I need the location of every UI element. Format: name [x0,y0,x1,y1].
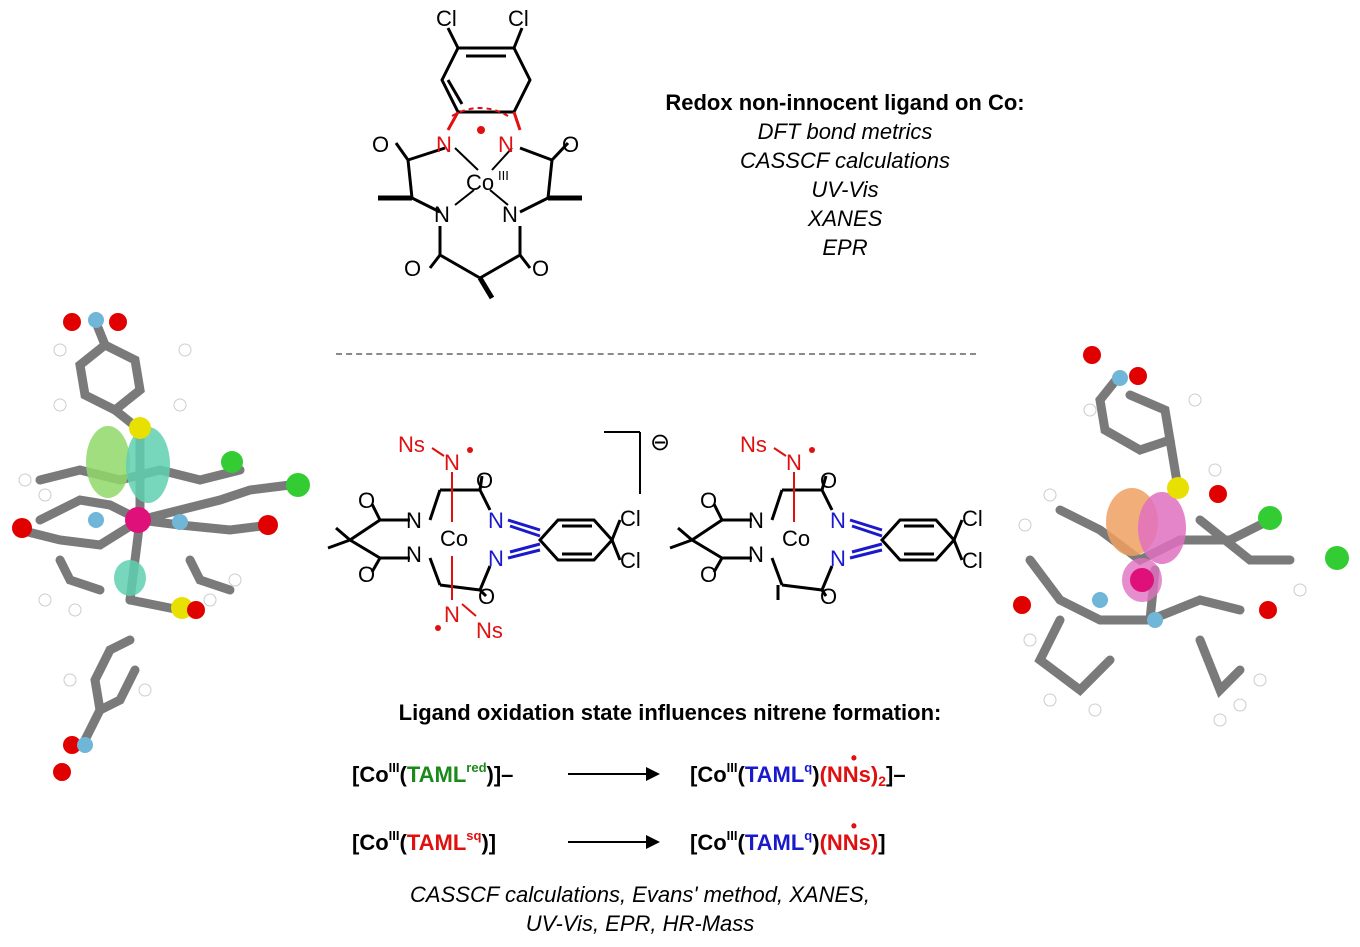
nitrene-fragment: (N [819,762,843,787]
method-item: EPR [822,235,868,260]
cl-label: Cl [962,506,983,531]
product-2: [CoIII(TAMLq)(NNs)] [690,828,886,856]
ligand-name: TAML [406,830,467,855]
methods-list: Redox non-innocent ligand on Co: DFT bon… [560,88,1130,262]
o-label: O [562,132,579,157]
o-label: O [372,132,389,157]
n-label: N [830,546,846,571]
o-label: O [820,468,837,493]
oxidation-state: III [726,760,738,775]
cobalt-label: Co [440,526,468,551]
ns-label: Ns [398,432,425,457]
reactant-metal: [Co [352,830,389,855]
o-label: O [358,562,375,587]
n-label: N [406,508,422,533]
cl-label: Cl [436,6,457,31]
product-end: ] [878,830,886,855]
reactant-metal: [Co [352,762,389,787]
product-1: [CoIII(TAMLq)(NNs)2]– [690,760,906,789]
ligand-name: TAML [744,830,805,855]
oxidation-state: III [388,828,400,843]
ligand-state: sq [466,828,482,843]
n-label: N [502,202,518,227]
reaction-arrow [568,767,660,781]
o-label: O [478,584,495,609]
right-molecular-model [1013,346,1349,727]
product-end: ]– [886,762,906,787]
n-label: N [748,508,764,533]
cobalt-label: Co [782,526,810,551]
o-label: O [700,562,717,587]
cobalt-bisnitrene-structure: Ns N N Ns N N N N Co O O O O Cl Cl ⊖ [327,429,670,643]
o-label: O [476,468,493,493]
conclusion-heading: Ligand oxidation state influences nitren… [398,700,942,725]
n-label: N [830,508,846,533]
cobalt-oxidation-state: III [498,168,509,183]
reactant-1: [CoIII(TAMLred)]– [352,760,514,787]
n-label: N [434,202,450,227]
nitrene-ns: Ns) [843,830,878,855]
reactant-end: )] [481,830,497,855]
section-divider [336,353,976,355]
methods-heading: Redox non-innocent ligand on Co: [665,90,1025,115]
product-metal: [Co [690,762,727,787]
nitrene-count: 2 [878,773,887,789]
nitrene-fragment: (N [819,830,843,855]
method-item: DFT bond metrics [757,119,933,144]
n-label: N [498,132,514,157]
cl-label: Cl [508,6,529,31]
cobalt-mononitrene-structure: Ns N N N N N Co O O O O Cl Cl [669,432,983,609]
o-label: O [404,256,421,281]
footnote: CASSCF calculations, Evans' method, XANE… [330,880,950,938]
ligand-name: TAML [406,762,467,787]
cobalt-label: Co [466,170,494,195]
oxidation-state: III [388,760,400,775]
n-label: N [444,450,460,475]
product-metal: [Co [690,830,727,855]
reaction-arrow [568,835,660,849]
n-label: N [786,450,802,475]
method-item: XANES [807,206,883,231]
left-molecular-model [12,312,310,781]
nitrene-ns: Ns) [843,762,878,787]
method-item: UV-Vis [811,177,879,202]
n-label: N [444,602,460,627]
n-label: N [406,542,422,567]
ns-label: Ns [740,432,767,457]
top-ligand-structure: Cl Cl N N N N O O O O Co III [372,6,582,300]
cl-label: Cl [620,506,641,531]
o-label: O [532,256,549,281]
reactant-2: [CoIII(TAMLsq)] [352,828,497,855]
method-item: CASSCF calculations [740,148,950,173]
o-label: O [820,584,837,609]
n-label: N [488,546,504,571]
ligand-name: TAML [744,762,805,787]
cl-label: Cl [962,548,983,573]
cl-label: Cl [620,548,641,573]
o-label: O [358,488,375,513]
reactant-end: )]– [486,762,514,787]
n-label: N [488,508,504,533]
ligand-state: red [466,760,487,775]
ligand-state: q [804,828,813,843]
n-label: N [748,542,764,567]
o-label: O [700,488,717,513]
oxidation-state: III [726,828,738,843]
footnote-line: CASSCF calculations, Evans' method, XANE… [410,882,870,907]
ns-label: Ns [476,618,503,643]
footnote-line: UV-Vis, EPR, HR-Mass [525,911,755,936]
ligand-state: q [804,760,813,775]
n-label: N [436,132,452,157]
anion-charge: ⊖ [650,429,670,456]
